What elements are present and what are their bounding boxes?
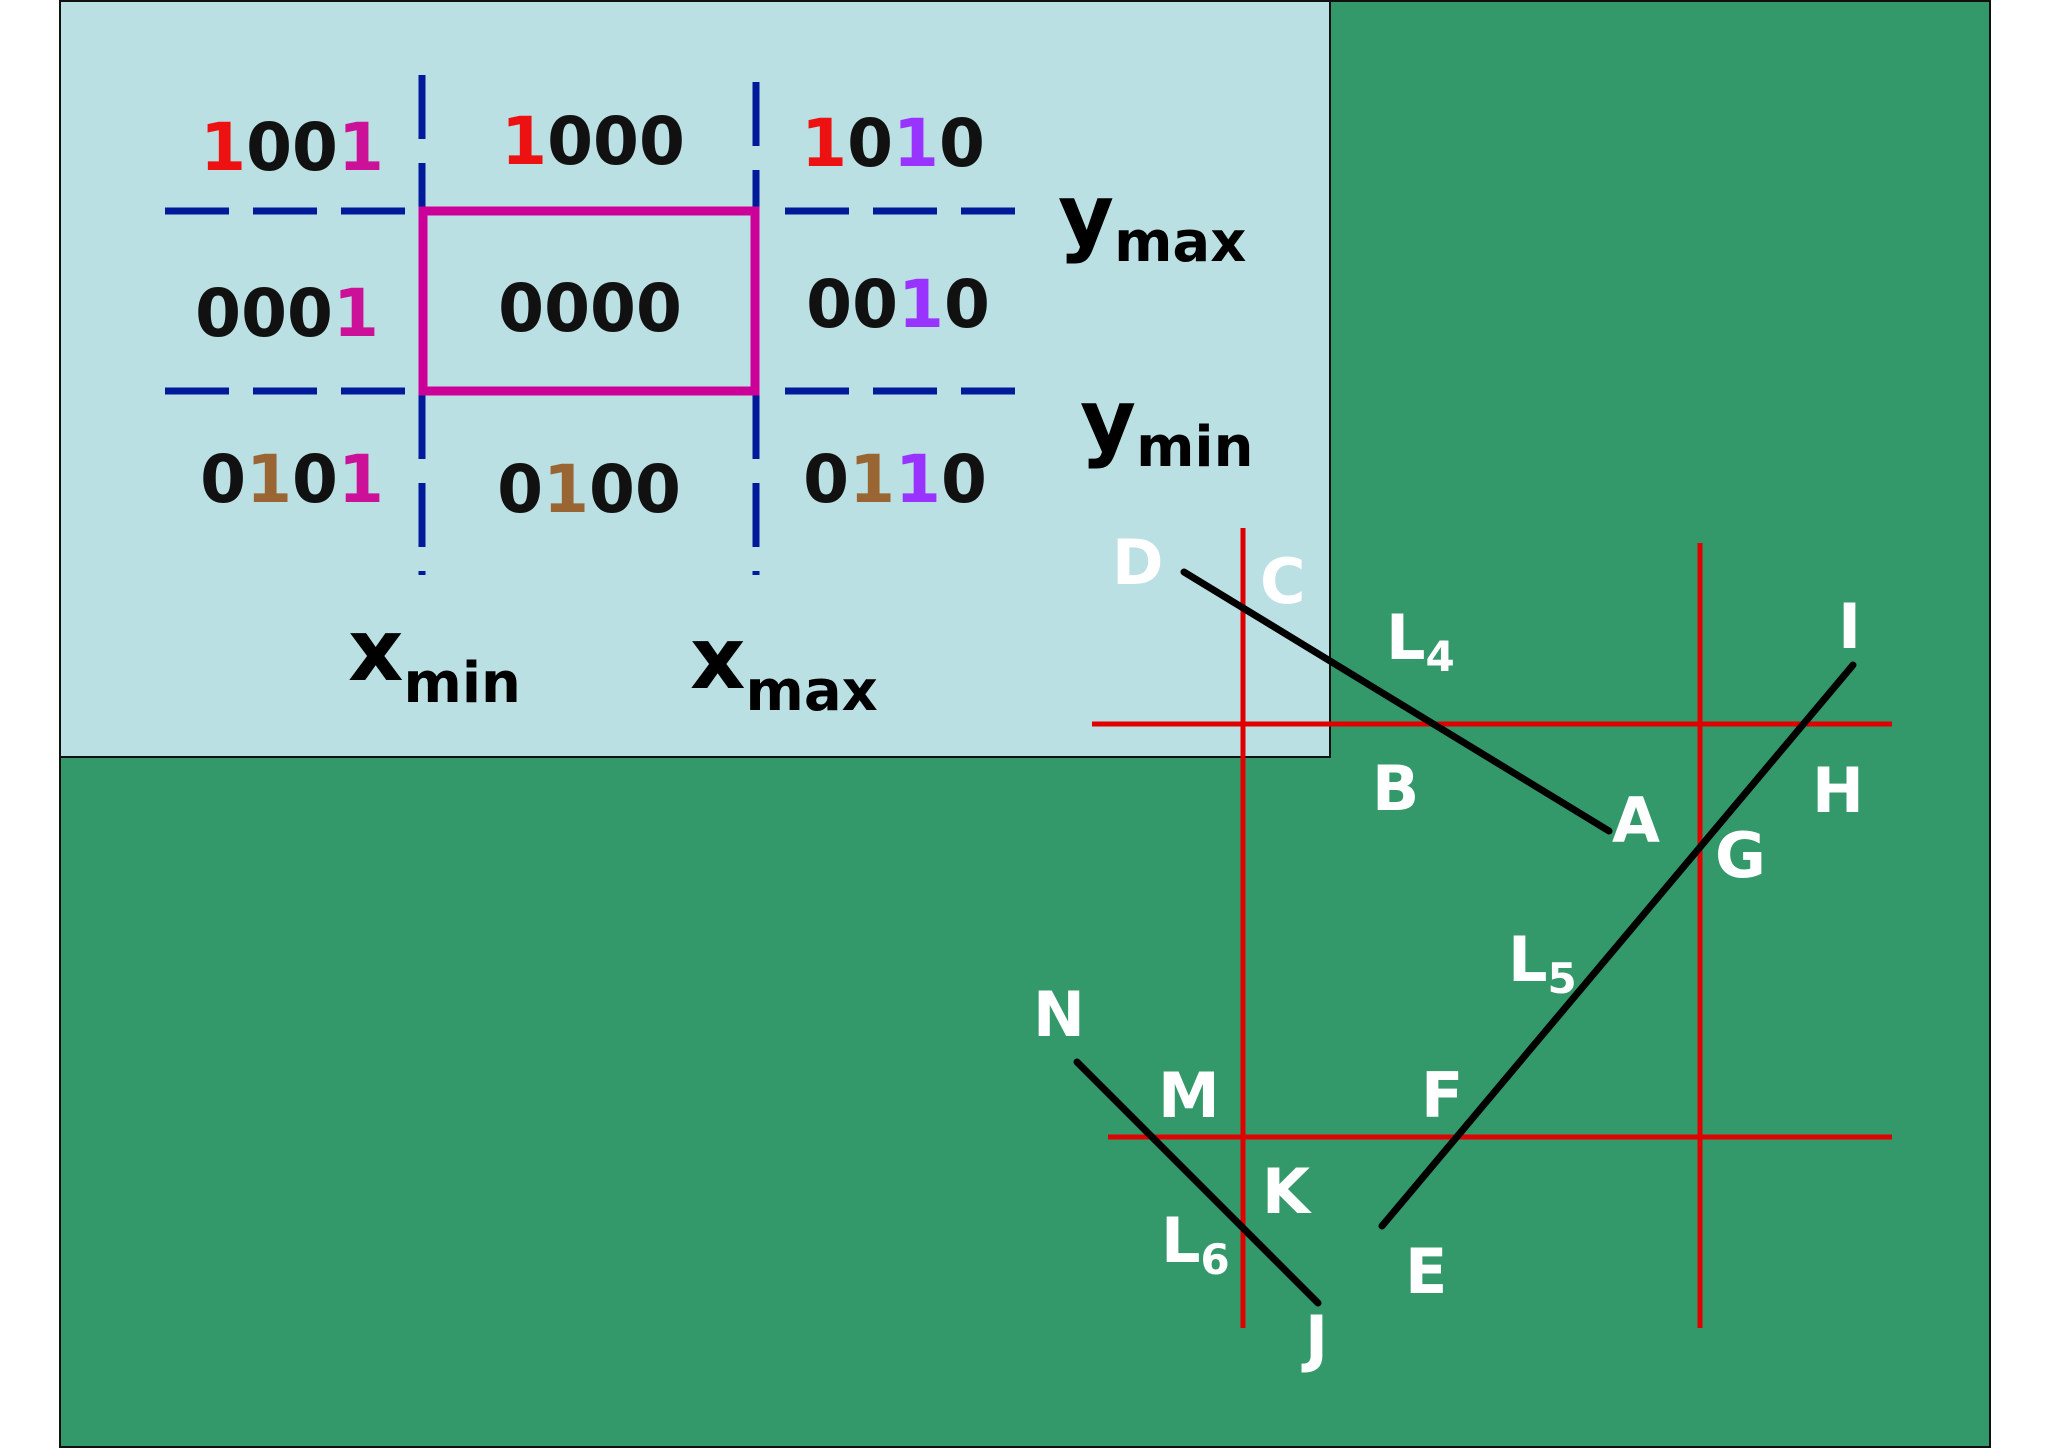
line-label-l5-main: L — [1508, 923, 1548, 996]
point-label-n: N — [1033, 978, 1085, 1051]
region-code-bit: 1 — [898, 266, 944, 343]
region-code-bit: 1 — [893, 105, 939, 182]
region-code-bit: 0 — [292, 441, 338, 518]
line-label-l4-main: L — [1386, 601, 1426, 674]
region-code-top-center: 1000 — [501, 103, 685, 180]
region-code-top-right: 1010 — [801, 105, 985, 182]
xmax-label-sub: max — [745, 659, 877, 724]
xmin-label: xmin — [348, 601, 521, 716]
region-code-bottom-right: 0110 — [803, 441, 987, 518]
ymax-label: ymax — [1058, 166, 1246, 275]
point-label-m: M — [1158, 1059, 1220, 1132]
region-code-bit: 0 — [803, 441, 849, 518]
region-code-bit: 0 — [941, 441, 987, 518]
region-code-bit: 0 — [497, 451, 543, 528]
xmax-label-main: x — [690, 609, 745, 709]
segment-l6 — [1073, 1058, 1322, 1307]
region-code-bit: 0 — [939, 105, 985, 182]
ymin-label-main: y — [1080, 371, 1136, 471]
boundary-dashed-lines — [165, 75, 1015, 575]
point-label-c: C — [1260, 545, 1306, 618]
region-code-bottom-center: 0100 — [497, 451, 681, 528]
line-label-l6: L6 — [1161, 1204, 1230, 1284]
region-code-bit: 1 — [543, 451, 589, 528]
point-label-e: E — [1405, 1235, 1447, 1308]
region-code-bit: 1 — [333, 275, 379, 352]
region-code-bit: 0 — [246, 109, 292, 186]
region-code-bit: 0 — [852, 266, 898, 343]
region-code-bit: 1 — [501, 103, 547, 180]
region-code-bit: 1 — [200, 109, 246, 186]
region-code-bit: 0 — [241, 275, 287, 352]
point-label-a: A — [1612, 784, 1660, 857]
region-code-bit: 0 — [639, 103, 685, 180]
xmin-label-sub: min — [403, 651, 520, 716]
region-code-bit: 0 — [292, 109, 338, 186]
region-code-bit: 0 — [544, 270, 590, 347]
region-code-bit: 1 — [801, 105, 847, 182]
ymax-label-sub: max — [1114, 210, 1246, 275]
region-code-bit: 1 — [338, 109, 384, 186]
line-label-l6-sub: 6 — [1201, 1235, 1230, 1284]
point-label-f: F — [1421, 1059, 1463, 1132]
region-code-bit: 0 — [944, 266, 990, 343]
ymin-label-sub: min — [1136, 415, 1253, 480]
region-code-bit: 0 — [287, 275, 333, 352]
point-label-b: B — [1372, 752, 1419, 825]
ymin-label: ymin — [1080, 371, 1253, 480]
region-code-bit: 0 — [806, 266, 852, 343]
region-code-bit: 0 — [593, 103, 639, 180]
region-code-inset — [59, 0, 1331, 758]
region-code-bit: 0 — [195, 275, 241, 352]
clip-boundary-grid — [1092, 528, 1892, 1328]
line-label-l6-main: L — [1161, 1204, 1201, 1277]
region-code-bit: 0 — [589, 451, 635, 528]
region-code-middle-left: 0001 — [195, 275, 379, 352]
ymax-label-main: y — [1058, 166, 1114, 266]
line-label-l5-sub: 5 — [1548, 954, 1577, 1003]
point-label-g: G — [1715, 819, 1766, 892]
region-code-bit: 0 — [635, 451, 681, 528]
point-label-i: I — [1838, 590, 1861, 663]
region-code-middle-center: 0000 — [498, 270, 682, 347]
line-label-l4: L4 — [1386, 601, 1455, 681]
point-label-j: J — [1301, 1302, 1328, 1375]
region-code-middle-right: 0010 — [806, 266, 990, 343]
segment-l5 — [1378, 661, 1857, 1230]
region-code-bit: 0 — [547, 103, 593, 180]
clip-window — [418, 206, 760, 396]
line-label-l5: L5 — [1508, 923, 1577, 1003]
region-code-bit: 1 — [246, 441, 292, 518]
region-code-bit: 1 — [338, 441, 384, 518]
point-label-d: D — [1112, 526, 1163, 599]
region-code-bit: 0 — [590, 270, 636, 347]
region-code-bottom-left: 0101 — [200, 441, 384, 518]
region-code-bit: 0 — [498, 270, 544, 347]
xmax-label: xmax — [690, 609, 878, 724]
region-code-bit: 1 — [895, 441, 941, 518]
region-code-bit: 0 — [200, 441, 246, 518]
region-code-top-left: 1001 — [200, 109, 384, 186]
segment-l4 — [1180, 568, 1613, 835]
line-label-l4-sub: 4 — [1426, 632, 1455, 681]
region-code-bit: 1 — [849, 441, 895, 518]
xmin-label-main: x — [348, 601, 403, 701]
line-segments — [1073, 568, 1857, 1307]
point-label-k: K — [1262, 1155, 1312, 1228]
region-code-bit: 0 — [636, 270, 682, 347]
region-code-bit: 0 — [847, 105, 893, 182]
point-label-h: H — [1812, 754, 1864, 827]
